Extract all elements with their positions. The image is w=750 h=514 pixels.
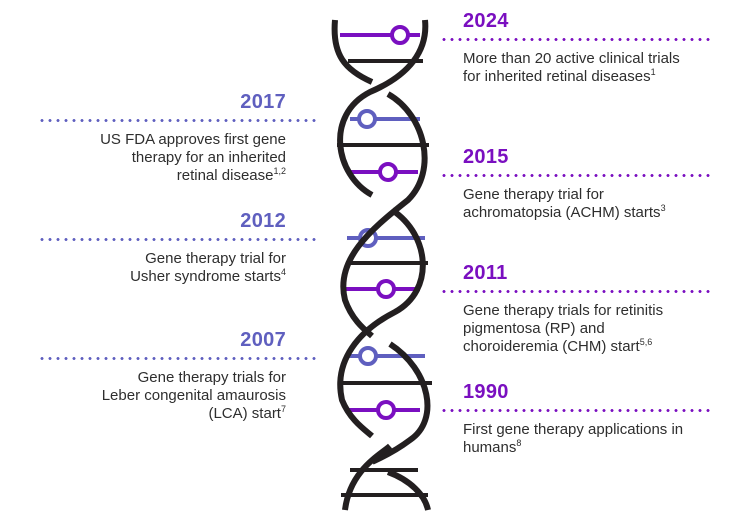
footnote-ref: 1,2 [273, 166, 286, 176]
dotted-connector [440, 174, 712, 177]
dotted-connector [440, 38, 712, 41]
timeline-event-2007: 2007 Gene therapy trials for Leber conge… [38, 329, 316, 423]
timeline-event-2024: 2024 More than 20 active clinical trials… [440, 10, 720, 86]
event-year: 2017 [240, 91, 286, 113]
event-description: Gene therapy trial for Usher syndrome st… [130, 250, 286, 285]
footnote-ref: 4 [280, 267, 286, 277]
event-year: 2011 [463, 262, 508, 284]
dotted-connector [38, 357, 316, 360]
dotted-connector [38, 119, 316, 122]
event-description: Gene therapy trial for achromatopsia (AC… [463, 186, 666, 221]
event-year: 2007 [240, 329, 286, 351]
footnote-ref: 3 [660, 203, 666, 213]
timeline-event-2015: 2015 Gene therapy trial for achromatopsi… [440, 146, 720, 222]
timeline-markers [340, 25, 425, 420]
event-description: More than 20 active clinical trials for … [463, 50, 680, 85]
timeline-event-1990: 1990 First gene therapy applications in … [440, 381, 730, 457]
event-description: US FDA approves first gene therapy for a… [100, 131, 286, 184]
event-year: 2024 [463, 10, 509, 32]
footnote-ref: 1 [650, 67, 656, 77]
event-year: 2015 [463, 146, 509, 168]
timeline-event-2012: 2012 Gene therapy trial for Usher syndro… [38, 210, 316, 286]
dotted-connector [440, 290, 712, 293]
helix-strands [331, 19, 431, 511]
dotted-connector [38, 238, 316, 241]
timeline-event-2017: 2017 US FDA approves first gene therapy … [38, 91, 316, 185]
footnote-ref: 7 [280, 404, 286, 414]
event-year: 1990 [463, 381, 509, 403]
footnote-ref: 5,6 [639, 337, 653, 347]
timeline-event-2011: 2011 Gene therapy trials for retinitis p… [440, 262, 720, 356]
dotted-connector [440, 409, 712, 412]
footnote-ref: 8 [516, 438, 522, 448]
event-description: First gene therapy applications in human… [463, 421, 684, 456]
event-year: 2012 [240, 210, 286, 232]
event-description: Gene therapy trials for Leber congenital… [101, 369, 286, 422]
event-description: Gene therapy trials for retinitis pigmen… [463, 302, 664, 355]
